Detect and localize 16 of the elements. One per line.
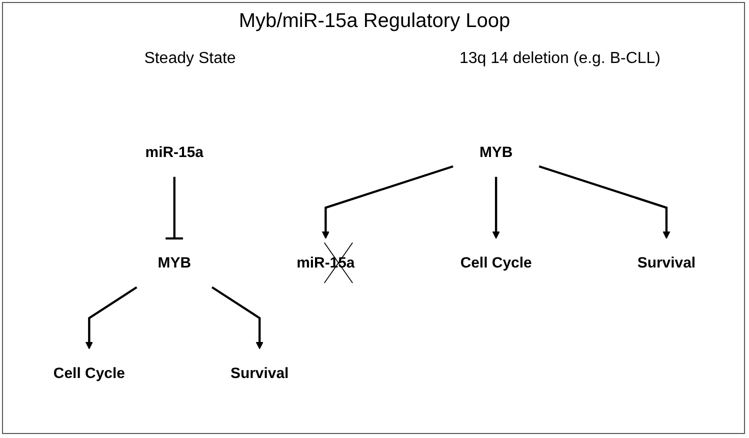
gene-label: Cell Cycle bbox=[460, 254, 532, 272]
gene-label: Cell Cycle bbox=[53, 364, 125, 382]
arrow bbox=[85, 286, 138, 350]
arrow bbox=[538, 165, 670, 239]
arrow bbox=[492, 177, 500, 239]
gene-label: Survival bbox=[637, 254, 696, 272]
arrow bbox=[322, 165, 454, 239]
diagram-title: Myb/miR-15a Regulatory Loop bbox=[238, 10, 512, 33]
gene-label: MYB bbox=[158, 254, 191, 272]
gene-label: Survival bbox=[230, 364, 289, 382]
column-heading: 13q 14 deletion (e.g. B-CLL) bbox=[458, 49, 662, 69]
gene-label: MYB bbox=[479, 144, 513, 161]
gene-label: miR-15a bbox=[145, 144, 204, 161]
inhibition-line bbox=[164, 177, 184, 240]
column-heading: Steady State bbox=[143, 49, 237, 69]
arrow bbox=[211, 286, 264, 350]
